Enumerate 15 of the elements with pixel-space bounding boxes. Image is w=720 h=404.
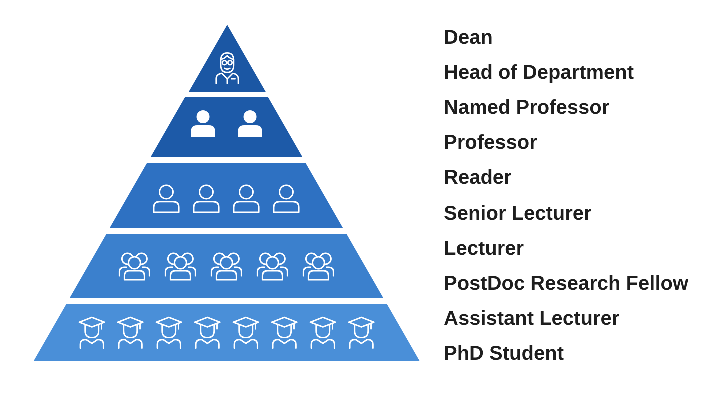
job-title-label: Head of Department <box>444 61 634 86</box>
job-title-label: Dean <box>444 26 493 50</box>
job-title-label: Professor <box>444 131 538 156</box>
job-title-label: Senior Lecturer <box>444 202 592 226</box>
job-title-label: PostDoc Research Fellow <box>444 272 689 296</box>
pyramid-tier <box>151 97 303 157</box>
job-title-label: Lecturer <box>444 236 524 261</box>
pyramid-tier <box>188 25 266 92</box>
pyramid-tier <box>34 304 420 361</box>
job-title-label: PhD Student <box>444 342 564 366</box>
job-title-label: Assistant Lecturer <box>444 306 620 331</box>
job-title-label: Named Professor <box>444 96 610 120</box>
pyramid-tier <box>110 163 344 228</box>
job-title-label: Reader <box>444 166 512 190</box>
pyramid-tier <box>70 234 384 298</box>
